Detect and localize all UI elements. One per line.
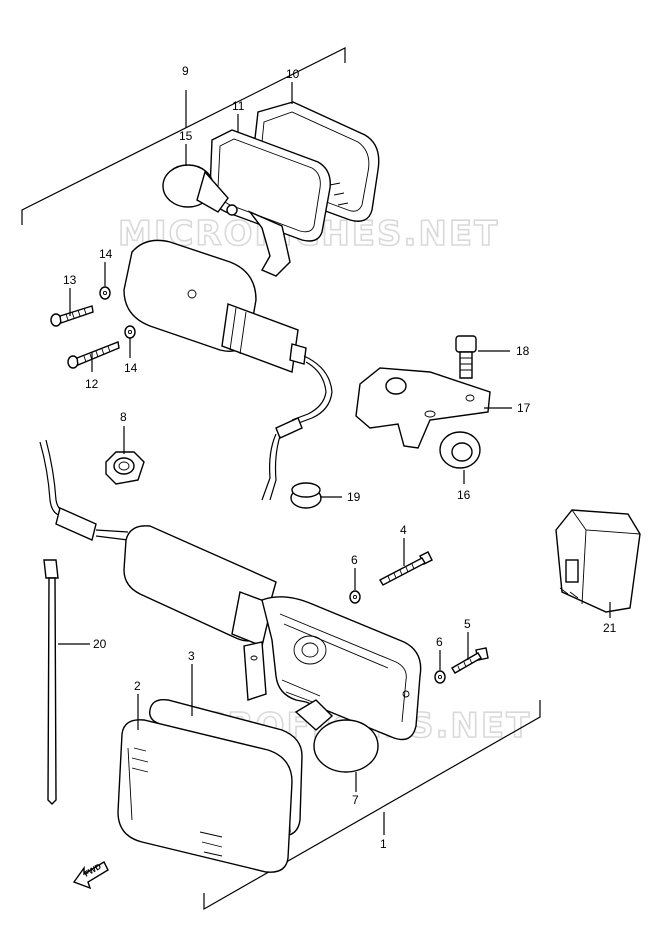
- part-6-washer-upper[interactable]: [349, 590, 361, 604]
- callout-15: 15: [179, 129, 193, 143]
- callout-20: 20: [93, 637, 107, 651]
- part-14-washer-upper[interactable]: [99, 286, 111, 300]
- assembly-bracket-upper: [21, 47, 346, 225]
- callout-19: 19: [347, 490, 361, 504]
- callout-16: 16: [457, 488, 471, 502]
- callout-14-upper: 14: [99, 247, 113, 261]
- part-14-washer-lower[interactable]: [124, 325, 136, 339]
- part-17-bracket[interactable]: [355, 367, 491, 449]
- upper-mount-bracket: [247, 210, 291, 277]
- callout-7: 7: [352, 793, 359, 807]
- callout-18: 18: [516, 344, 530, 358]
- part-6-washer-lower[interactable]: [434, 670, 446, 684]
- callout-9: 9: [182, 64, 189, 78]
- part-15-bulb[interactable]: [162, 164, 238, 216]
- callout-10: 10: [286, 67, 300, 81]
- part-13-screw[interactable]: [50, 305, 94, 327]
- callout-leaders: [58, 82, 611, 792]
- part-5-screw[interactable]: [451, 647, 489, 674]
- part-16-bushing[interactable]: [439, 431, 481, 469]
- callout-6-lower: 6: [436, 635, 443, 649]
- callout-13: 13: [63, 273, 77, 287]
- forward-direction-arrow: FWD: [72, 861, 109, 890]
- callout-8: 8: [120, 410, 127, 424]
- callout-2: 2: [134, 679, 141, 693]
- callout-3: 3: [188, 649, 195, 663]
- callout-5: 5: [464, 617, 471, 631]
- callout-17: 17: [517, 401, 531, 415]
- part-18-bolt[interactable]: [455, 335, 477, 379]
- callout-12: 12: [85, 377, 99, 391]
- part-20-cable-tie[interactable]: [43, 559, 59, 805]
- callout-11: 11: [232, 99, 245, 113]
- lower-wire-harness: [39, 439, 129, 541]
- callout-6-upper: 6: [351, 553, 358, 567]
- callout-14-lower: 14: [124, 361, 138, 375]
- assembly-bracket-lower: [203, 700, 541, 911]
- part-8-nut[interactable]: [105, 451, 145, 485]
- part-21-relay[interactable]: [555, 509, 641, 613]
- upper-wire-harness: [261, 355, 333, 501]
- part-2-lens[interactable]: [117, 719, 293, 873]
- part-7-bulb[interactable]: [294, 699, 379, 773]
- callout-4: 4: [400, 523, 407, 537]
- lower-housing[interactable]: [123, 525, 422, 741]
- callout-21: 21: [603, 621, 617, 635]
- part-4-screw[interactable]: [379, 551, 433, 586]
- upper-housing[interactable]: [123, 239, 307, 373]
- callout-1: 1: [380, 837, 387, 851]
- part-19-grommet[interactable]: [290, 482, 322, 509]
- part-12-screw[interactable]: [67, 341, 120, 369]
